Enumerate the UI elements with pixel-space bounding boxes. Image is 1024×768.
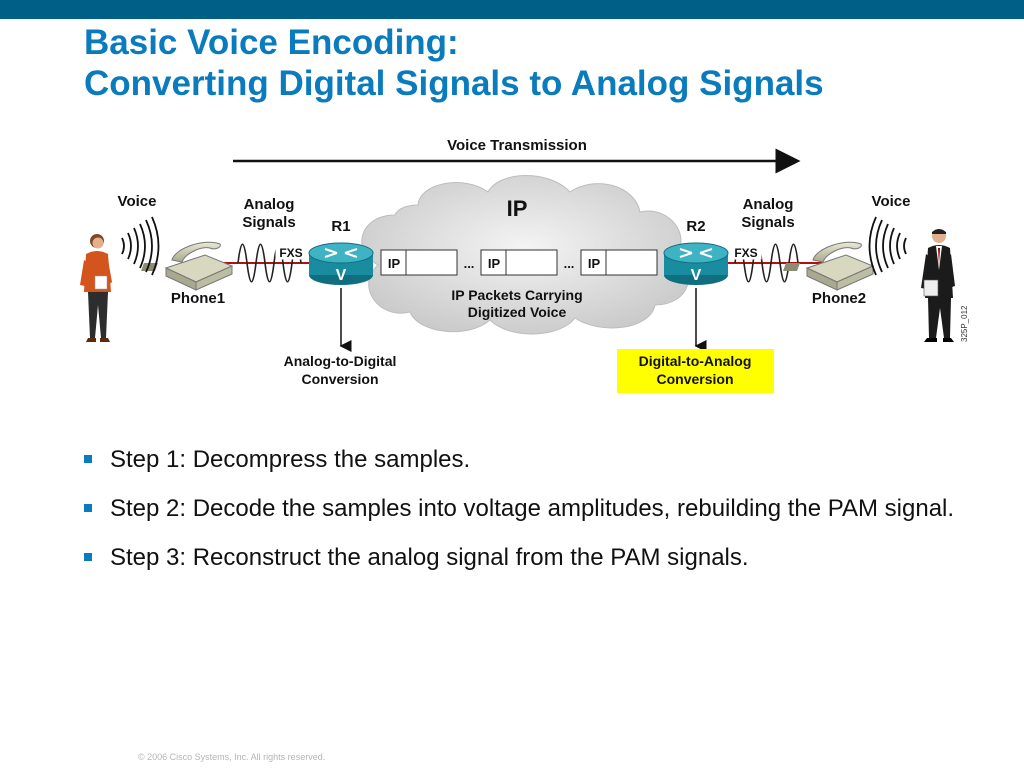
- analog-left-line-2: Signals: [242, 214, 295, 231]
- bullet-square-icon: [84, 504, 92, 512]
- analog-left-line-1: Analog: [244, 196, 295, 213]
- packet-ellipsis-1: ...: [464, 256, 475, 271]
- router-r1-icon: [308, 242, 374, 285]
- dac-label-line-2: Conversion: [656, 371, 733, 387]
- ip-packet-2-label: IP: [488, 256, 501, 271]
- phone2-icon: [783, 241, 875, 291]
- ip-packet-1-label: IP: [388, 256, 401, 271]
- adc-label-line-2: Conversion: [301, 371, 378, 387]
- person-left-icon: [80, 234, 112, 342]
- packets-caption-line-2: Digitized Voice: [468, 304, 567, 320]
- fxs-left-label: FXS: [279, 246, 302, 260]
- top-bar: [0, 0, 1024, 19]
- title-line-2: Converting Digital Signals to Analog Sig…: [84, 64, 824, 103]
- ip-packet-3: [580, 249, 658, 276]
- figure-code: 325P_012: [960, 305, 969, 342]
- bullet-list: Step 1: Decompress the samples. Step 2: …: [84, 444, 964, 591]
- router-r2-label: R2: [686, 218, 705, 235]
- left-analog-wave: [237, 243, 302, 283]
- dac-highlight: [617, 349, 774, 393]
- bullet-text: Step 3: Reconstruct the analog signal fr…: [110, 544, 749, 571]
- phone1-label: Phone1: [171, 290, 225, 307]
- router-r1-label: R1: [331, 218, 350, 235]
- fxs-left-box: [275, 243, 307, 260]
- bullet-item: Step 1: Decompress the samples.: [84, 444, 964, 476]
- title-line-1: Basic Voice Encoding:: [84, 23, 459, 62]
- router-r2-icon: [663, 242, 729, 285]
- dac-label-line-1: Digital-to-Analog: [639, 353, 752, 369]
- bullet-item: Step 3: Reconstruct the analog signal fr…: [84, 542, 964, 574]
- phone2-label: Phone2: [812, 290, 866, 307]
- voice-left-label: Voice: [118, 193, 157, 210]
- analog-right-line-1: Analog: [743, 196, 794, 213]
- voice-right-label: Voice: [872, 193, 911, 210]
- packet-ellipsis-2: ...: [564, 256, 575, 271]
- bullet-text: Step 1: Decompress the samples.: [110, 446, 471, 473]
- phone1-icon: [141, 241, 234, 291]
- ip-packet-2: [480, 249, 558, 276]
- analog-right-line-2: Signals: [741, 214, 794, 231]
- adc-label-line-1: Analog-to-Digital: [284, 353, 397, 369]
- sound-waves-left-icon: [121, 216, 160, 276]
- sound-waves-right-icon: [868, 216, 907, 276]
- router-r2-v: V: [691, 267, 702, 284]
- fxs-right-box: [730, 243, 762, 260]
- ip-packet-3-label: IP: [588, 256, 601, 271]
- fxs-right-label: FXS: [734, 246, 757, 260]
- router-r1-v: V: [336, 267, 347, 284]
- slide-title: Basic Voice Encoding: Converting Digital…: [84, 22, 824, 104]
- bullet-text: Step 2: Decode the samples into voltage …: [110, 495, 955, 522]
- cloud-ip-label: IP: [507, 196, 528, 221]
- voice-network-diagram: Voice Transmission IP IP ... IP ... IP I…: [80, 137, 969, 393]
- person-right-icon: [921, 229, 955, 342]
- bullet-square-icon: [84, 553, 92, 561]
- bullet-item: Step 2: Decode the samples into voltage …: [84, 493, 964, 525]
- voice-transmission-label: Voice Transmission: [447, 137, 587, 154]
- bullet-square-icon: [84, 455, 92, 463]
- copyright-footer: © 2006 Cisco Systems, Inc. All rights re…: [138, 752, 326, 762]
- ip-packet-1: [380, 249, 458, 276]
- packets-caption-line-1: IP Packets Carrying: [451, 287, 582, 303]
